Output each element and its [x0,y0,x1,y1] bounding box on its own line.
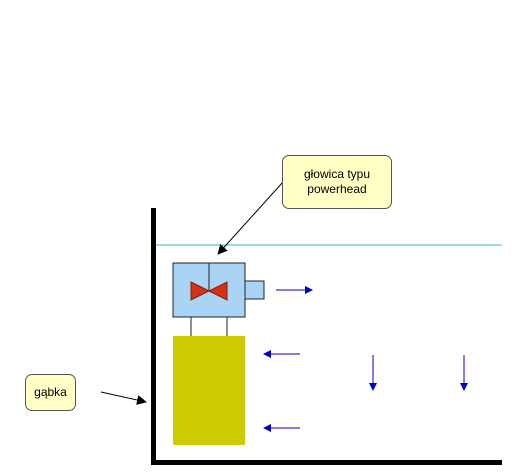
powerhead-outlet [244,280,265,300]
valve-icon [190,281,228,301]
sponge-callout-leader [100,391,147,405]
powerhead-callout-line1: głowica typu [303,167,371,181]
tank-left-wall [151,208,156,465]
sponge-block [173,336,245,445]
tank-bottom-wall [151,460,502,465]
sponge-callout-label: gąbka [34,385,67,399]
powerhead-callout-leader [217,181,284,255]
sponge-callout: gąbka [25,374,76,411]
powerhead-callout: głowica typu powerhead [282,155,392,209]
powerhead-callout-line2: powerhead [307,182,367,196]
powerhead [172,262,265,337]
